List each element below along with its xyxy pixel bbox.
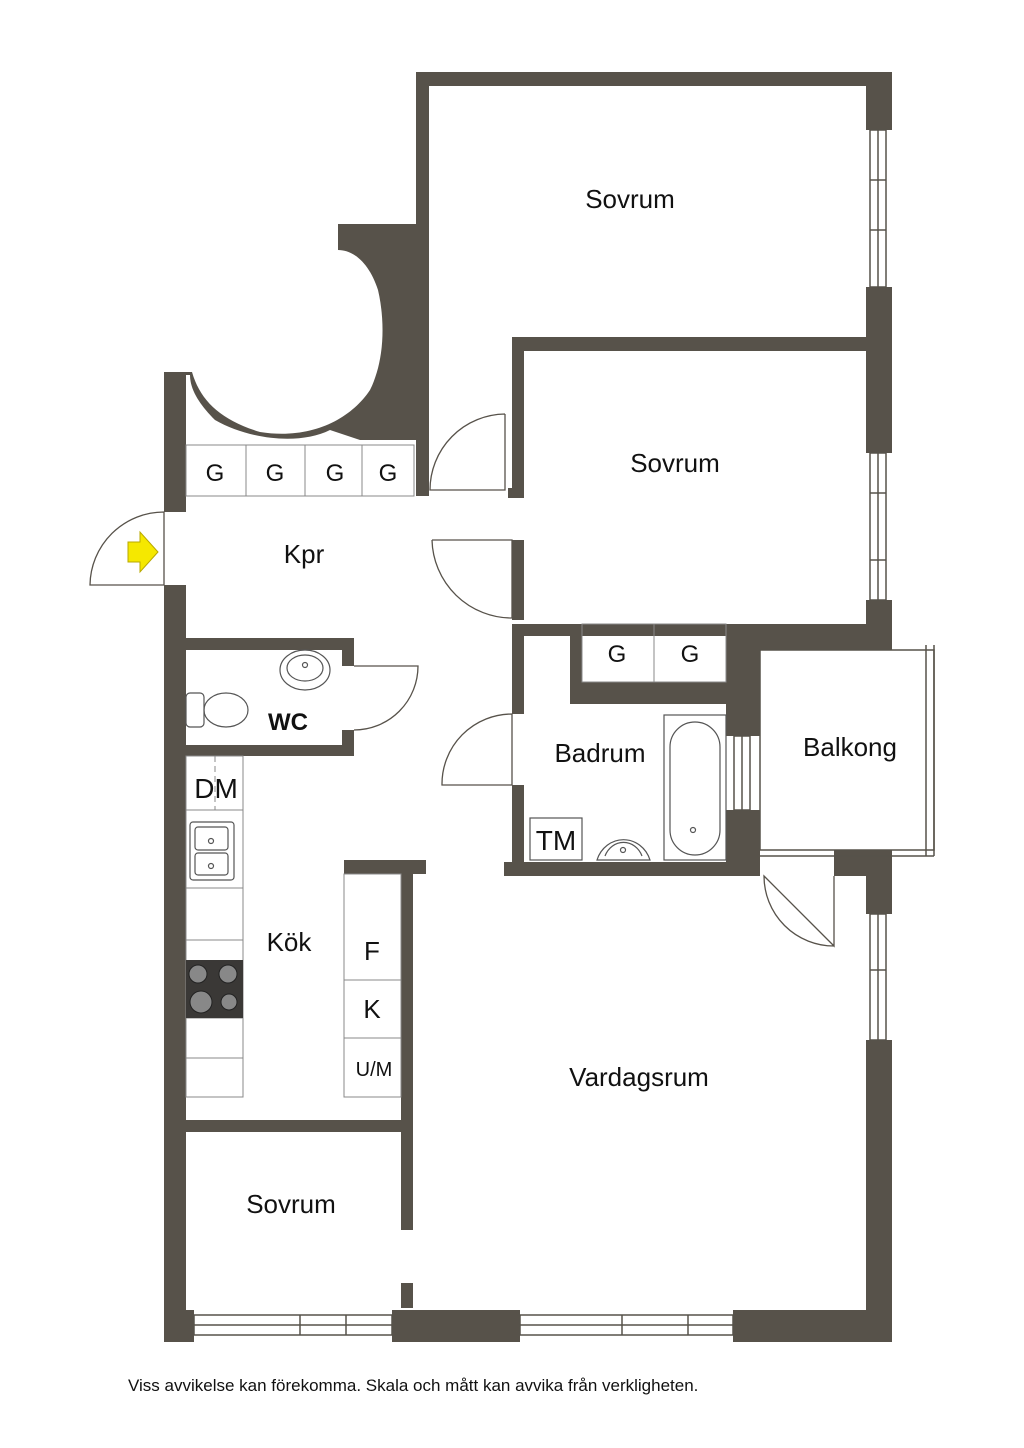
room-label-wc: WC	[268, 709, 308, 736]
sink-icon	[596, 839, 651, 861]
sink-icon	[279, 649, 331, 691]
wall	[401, 860, 413, 1230]
freezer-label: K	[363, 994, 381, 1024]
wall	[760, 636, 892, 650]
room-label-vardagsrum: Vardagsrum	[569, 1062, 709, 1092]
windows	[193, 129, 887, 1336]
stair-wall	[164, 224, 429, 496]
wall	[186, 1120, 401, 1132]
room-label-sovrum-bottom: Sovrum	[246, 1189, 336, 1219]
wall	[726, 624, 760, 736]
wall	[164, 1310, 194, 1342]
stove-icon	[186, 960, 243, 1018]
wall	[866, 287, 892, 453]
wall	[733, 1310, 892, 1342]
wall	[416, 72, 892, 86]
bath-fixtures	[529, 714, 727, 861]
room-label-kok: Kök	[267, 927, 313, 957]
room-label-sovrum-mid: Sovrum	[630, 448, 720, 478]
disclaimer-text: Viss avvikelse kan förekomma. Skala och …	[128, 1376, 699, 1395]
room-label-badrum: Badrum	[554, 738, 645, 768]
wall	[164, 585, 186, 1342]
walls	[164, 72, 892, 1342]
wall	[512, 337, 866, 351]
wardrobe-label: G	[379, 460, 398, 487]
wall	[512, 540, 524, 620]
door-sovrum-top	[429, 413, 506, 491]
wall	[512, 785, 524, 865]
wall	[512, 624, 892, 636]
dm-label: DM	[194, 773, 238, 804]
wardrobe-label: G	[608, 641, 627, 668]
entrance-arrow-icon	[127, 530, 159, 574]
wall	[508, 488, 524, 498]
wall	[504, 862, 760, 876]
bathtub-icon	[663, 714, 727, 861]
kitchen-sink-icon	[189, 821, 235, 881]
wall	[866, 72, 892, 130]
wall	[416, 72, 429, 224]
room-label-sovrum-top: Sovrum	[585, 184, 675, 214]
wc-fixtures	[185, 649, 331, 728]
door-balkong	[763, 874, 835, 948]
door-badrum	[441, 713, 513, 786]
doors	[89, 413, 835, 948]
tm-box	[529, 817, 583, 861]
wall	[164, 372, 186, 512]
wall	[866, 862, 892, 914]
door-wc	[353, 665, 419, 731]
fridge-label: F	[364, 936, 380, 966]
entrance-door	[89, 511, 165, 586]
oven-micro-label: U/M	[356, 1059, 393, 1081]
wall	[186, 745, 354, 756]
wardrobes-bath	[581, 623, 727, 683]
wardrobes-hall	[185, 444, 415, 497]
wall	[186, 638, 354, 650]
wardrobe-label: G	[681, 641, 700, 668]
room-label-kpr: Kpr	[284, 539, 325, 569]
wall	[401, 1283, 413, 1308]
tm-label: TM	[536, 825, 576, 856]
wardrobe-label: G	[326, 460, 345, 487]
door-sovrum-mid	[431, 539, 513, 619]
wall	[866, 1040, 892, 1342]
wardrobe-label: G	[206, 460, 225, 487]
wall	[512, 337, 524, 495]
wardrobe-label: G	[266, 460, 285, 487]
wall	[342, 638, 354, 666]
wall	[344, 860, 426, 874]
room-label-balkong: Balkong	[803, 732, 897, 762]
balcony	[759, 645, 935, 857]
wall	[392, 1310, 520, 1342]
wall	[570, 682, 726, 704]
wall	[512, 624, 524, 714]
toilet-icon	[185, 692, 205, 728]
